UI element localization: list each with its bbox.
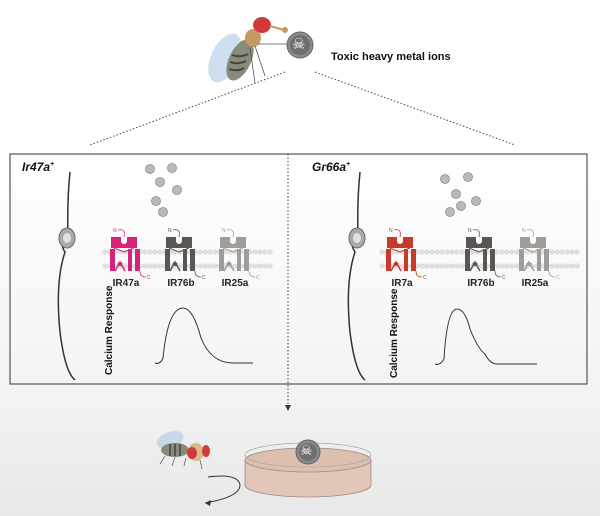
down-arrow-icon — [285, 405, 291, 411]
metal-ion — [471, 196, 481, 206]
zoom-line-left — [89, 71, 286, 146]
receptor-icon: NC — [110, 228, 151, 281]
metal-ion — [167, 163, 177, 173]
c-terminus-label: C — [556, 275, 560, 281]
avoid-arrow-icon — [204, 475, 241, 504]
receptor-label: IR7a — [391, 278, 413, 289]
c-terminus-label: C — [502, 275, 506, 281]
c-terminus-label: C — [147, 275, 151, 281]
skull-crossbones-icon: ☠ — [292, 36, 306, 53]
y-axis-label-left: Calcium Response — [104, 285, 115, 375]
receptor-label: IR25a — [221, 278, 249, 289]
calcium-trace-right — [434, 308, 537, 365]
receptor-icon: NC — [165, 228, 206, 281]
panel-title-right-sup: + — [346, 161, 351, 168]
neuron-left — [57, 171, 76, 381]
skull-crossbones-icon-dish: ☠ — [300, 442, 313, 458]
c-terminus-label: C — [256, 275, 260, 281]
metal-ion — [155, 177, 165, 187]
panel-title-right: Gr66a+ — [312, 160, 350, 174]
y-axis-label-right: Calcium Response — [389, 288, 400, 378]
metal-ion — [172, 185, 182, 195]
metal-ion — [456, 201, 466, 211]
zoom-line-right — [314, 71, 516, 146]
calcium-trace-left — [154, 307, 253, 364]
receptor-label: IR47a — [112, 278, 140, 289]
n-terminus-label: N — [522, 228, 526, 234]
neuron-right — [347, 171, 366, 381]
receptor-label: IR76b — [467, 278, 495, 289]
toxic-ion-dish — [295, 439, 321, 465]
n-terminus-label: N — [222, 228, 226, 234]
c-terminus-label: C — [423, 275, 427, 281]
panel-title-right-text: Gr66a — [312, 160, 347, 174]
panel-frame — [9, 153, 588, 385]
n-terminus-label: N — [468, 228, 472, 234]
metal-ion — [151, 196, 161, 206]
fly-bottom-icon — [156, 431, 210, 470]
receptor-icon: NC — [519, 228, 560, 281]
receptor-icon: NC — [386, 228, 427, 281]
metal-ion — [440, 174, 450, 184]
receptor-label: IR76b — [167, 278, 195, 289]
avoid-arrow-head — [205, 500, 211, 506]
receptor-icon: NC — [465, 228, 506, 281]
ions-left — [145, 163, 182, 217]
metal-ion — [145, 164, 155, 174]
panel-title-left-text: Ir47a — [22, 160, 51, 174]
metal-ion — [451, 189, 461, 199]
panel-title-left-sup: + — [50, 161, 55, 168]
metal-ion — [158, 207, 168, 217]
n-terminus-label: N — [168, 228, 172, 234]
fly-top-icon — [208, 17, 288, 84]
panel-title-left: Ir47a+ — [22, 160, 54, 174]
toxic-ion-top — [286, 31, 314, 59]
header-title: Toxic heavy metal ions — [331, 51, 451, 63]
receptor-label: IR25a — [521, 278, 549, 289]
metal-ion — [445, 207, 455, 217]
n-terminus-label: N — [389, 228, 393, 234]
membrane-right — [379, 249, 580, 269]
n-terminus-label: N — [113, 228, 117, 234]
ions-right — [440, 172, 481, 217]
c-terminus-label: C — [202, 275, 206, 281]
metal-ion — [463, 172, 473, 182]
receptor-icon: NC — [219, 228, 260, 281]
